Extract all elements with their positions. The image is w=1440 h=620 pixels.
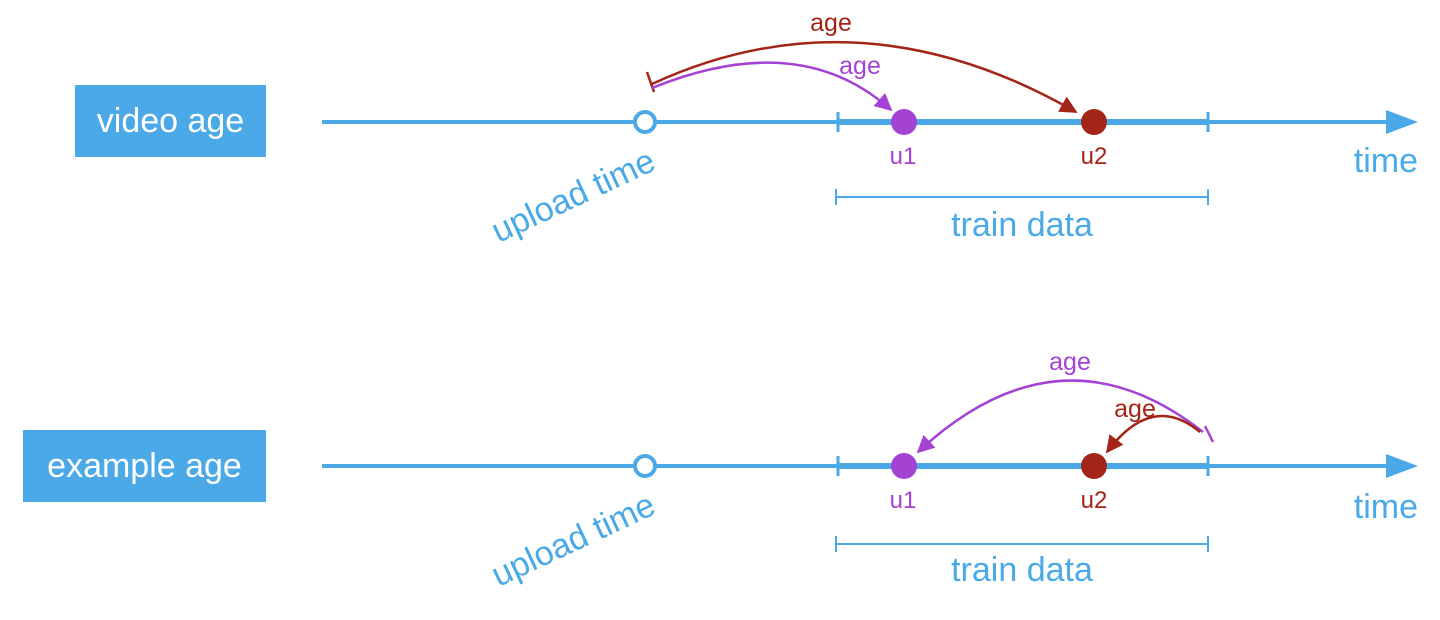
video-age-row: u1 u2 time upload time train data age ag… xyxy=(322,9,1418,250)
age-arc-u1 xyxy=(651,61,893,112)
age-arc-u1 xyxy=(916,379,1204,454)
age-arc-start-cap xyxy=(645,71,656,93)
age-arc-start-cap xyxy=(1203,425,1215,443)
example-age-label: example age xyxy=(23,430,266,502)
upload-time-marker xyxy=(633,110,657,134)
upload-time-marker xyxy=(633,454,657,478)
upload-time-label: upload time xyxy=(486,142,661,251)
upload-time-label: upload time xyxy=(486,486,661,595)
age-arc-u2 xyxy=(651,40,1078,114)
u2-label: u2 xyxy=(1081,487,1108,514)
train-data-label: train data xyxy=(951,551,1093,589)
train-data-label: train data xyxy=(951,206,1093,244)
timeline-arrowhead xyxy=(1386,454,1418,478)
age-label-u1: age xyxy=(1049,348,1091,376)
u2-marker xyxy=(1081,109,1107,135)
age-label-u2: age xyxy=(1114,395,1156,423)
u2-label: u2 xyxy=(1081,143,1108,170)
age-arc-u2 xyxy=(1105,414,1201,454)
u1-marker xyxy=(891,453,917,479)
example-age-row: u1 u2 time upload time train data age ag… xyxy=(322,348,1418,594)
time-label: time xyxy=(1354,488,1418,526)
video-age-label: video age xyxy=(75,85,266,157)
time-label: time xyxy=(1354,142,1418,180)
u1-marker xyxy=(891,109,917,135)
age-label-u1: age xyxy=(839,52,881,80)
u1-label: u1 xyxy=(890,143,917,170)
age-label-u2: age xyxy=(810,9,852,37)
u1-label: u1 xyxy=(890,487,917,514)
timeline-arrowhead xyxy=(1386,110,1418,134)
u2-marker xyxy=(1081,453,1107,479)
